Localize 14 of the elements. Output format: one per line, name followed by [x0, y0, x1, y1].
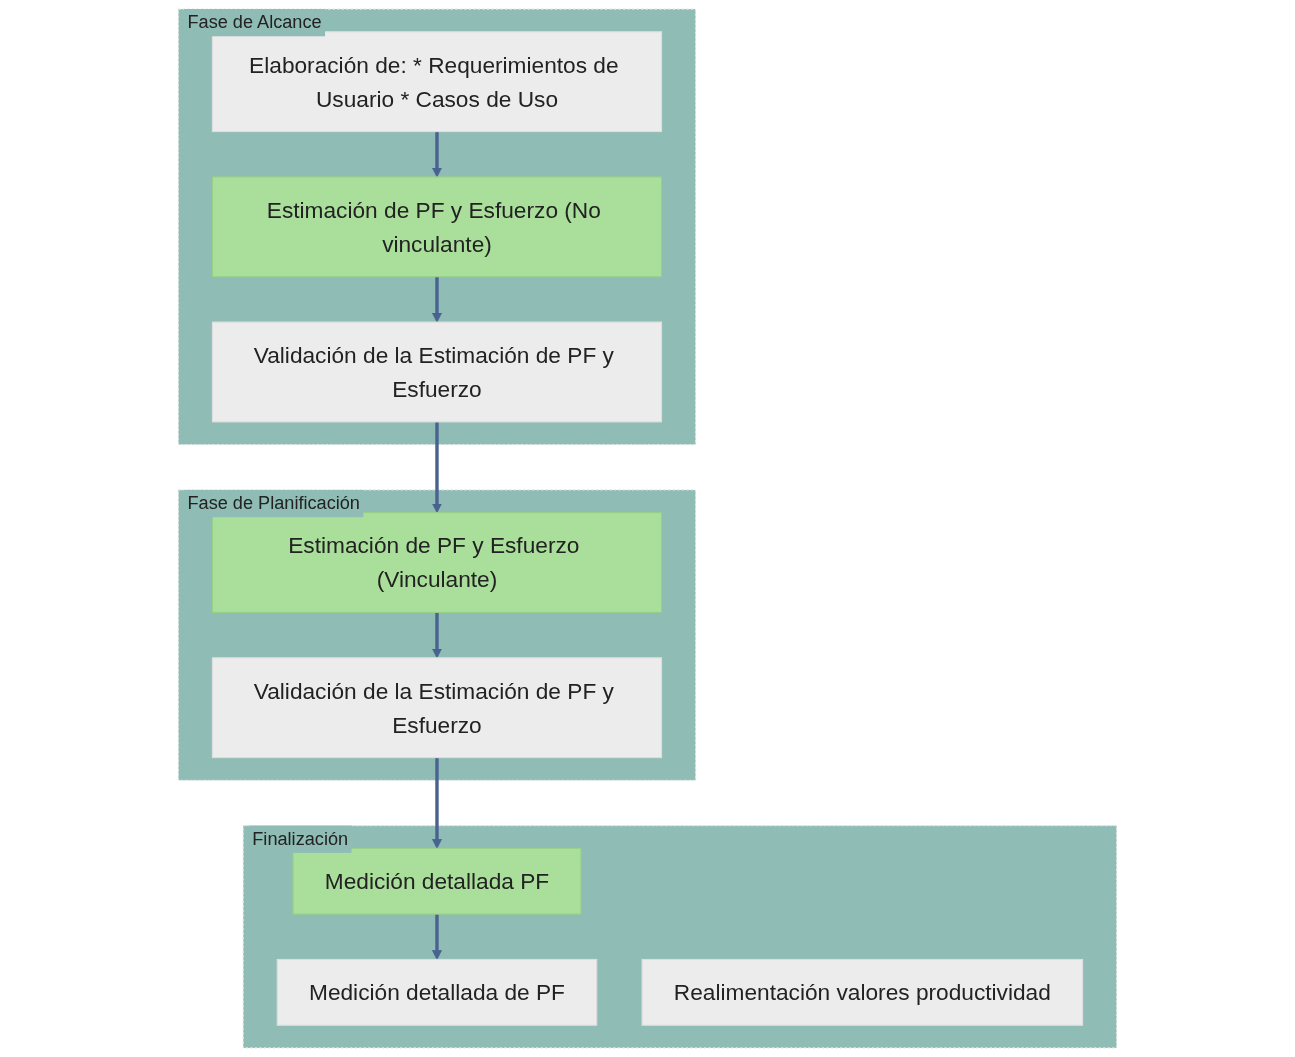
node-box: Medición detallada de PF — [276, 958, 598, 1026]
node-box: Estimación de PF y Esfuerzo (Vinculante) — [211, 512, 663, 613]
arrow — [432, 131, 442, 178]
arrow — [432, 757, 442, 849]
arrow — [432, 276, 442, 323]
node-box: Estimación de PF y Esfuerzo (No vinculante) — [211, 176, 663, 278]
arrow — [432, 612, 442, 659]
node-box: Realimentación valores productividad — [641, 958, 1084, 1026]
node-box: Elaboración de: * Requerimientos de Usuario * Casos de Uso — [211, 31, 663, 133]
node-box: Validación de la Estimación de PF y Esfuerzo — [211, 657, 663, 759]
node-box: Validación de la Estimación de PF y Esfuerzo — [211, 321, 663, 423]
node-box: Medición detallada PF — [292, 847, 582, 915]
arrow — [432, 421, 442, 514]
arrow — [432, 914, 442, 960]
